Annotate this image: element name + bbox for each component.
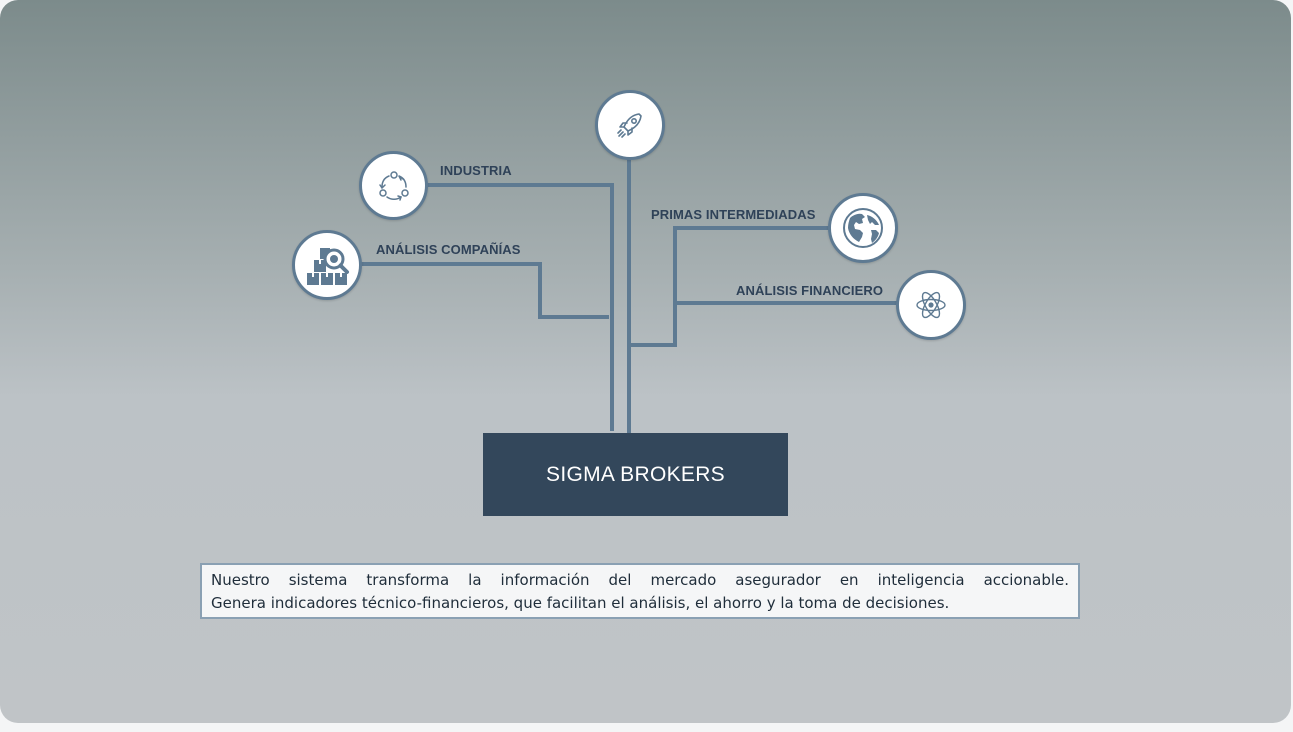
industria-node <box>359 151 428 220</box>
rocket-node <box>595 90 665 160</box>
cycle-arrows-icon <box>378 170 409 201</box>
label-industria: INDUSTRIA <box>440 163 512 178</box>
primas-node <box>828 193 898 263</box>
bottom-strip <box>0 723 1293 732</box>
root-label: SIGMA BROKERS <box>546 462 725 486</box>
atom-icon <box>916 291 946 319</box>
description-line-2: Genera indicadores técnico-financieros, … <box>211 594 950 612</box>
label-analisis-financiero: ANÁLISIS FINANCIERO <box>736 283 884 298</box>
description-box: Nuestro sistema transforma la informació… <box>200 563 1080 619</box>
label-primas-intermediadas: PRIMAS INTERMEDIADAS <box>651 207 816 222</box>
root-node-sigma-brokers: SIGMA BROKERS <box>483 433 788 516</box>
globe-icon <box>843 208 883 248</box>
description-line-1: Nuestro sistema transforma la informació… <box>211 571 1069 589</box>
companias-connector <box>360 262 609 319</box>
analisis-companias-node <box>292 230 362 300</box>
rocket-icon <box>617 113 642 138</box>
analisis-financiero-node <box>896 270 966 340</box>
industria-connector <box>425 183 614 431</box>
primas-connector <box>631 226 829 347</box>
label-analisis-companias: ANÁLISIS COMPAÑÍAS <box>376 242 521 257</box>
search-boxes-icon <box>307 248 349 285</box>
